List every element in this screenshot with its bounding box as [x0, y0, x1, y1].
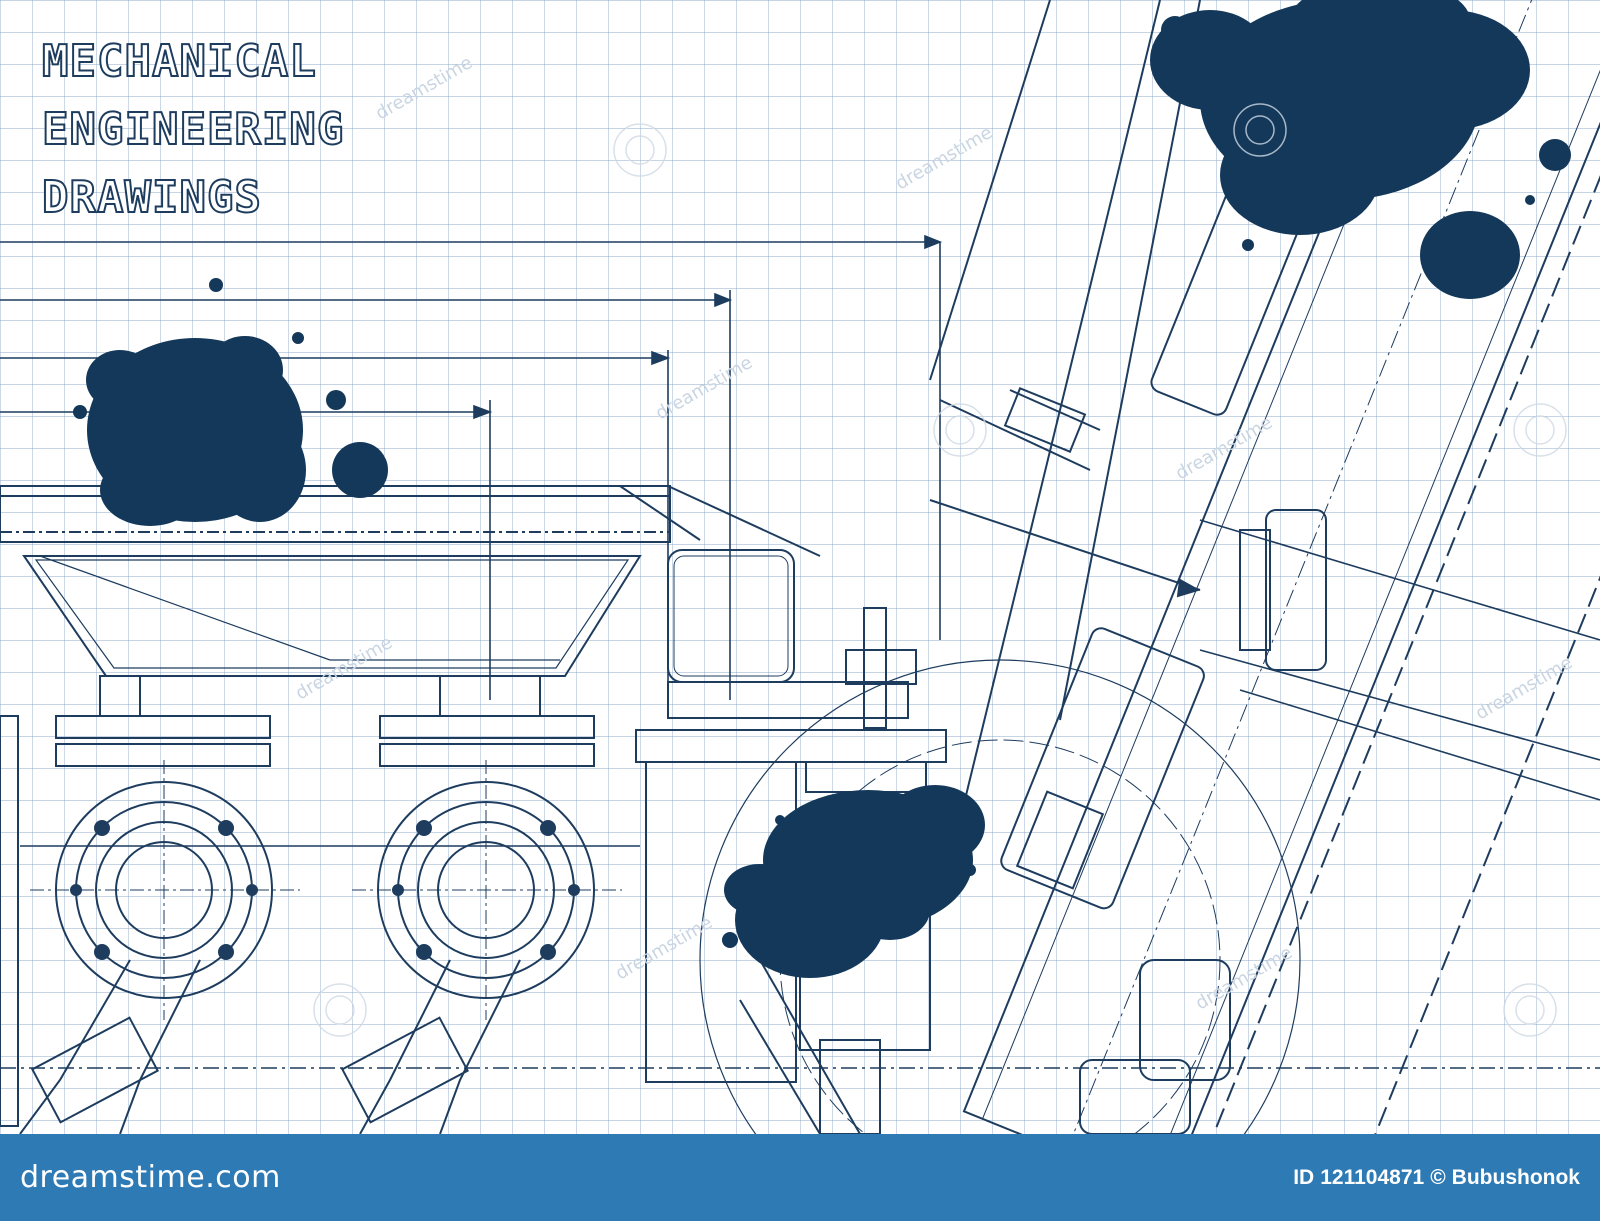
valve-flange-left: [19, 760, 300, 1134]
dreamstime-logo: dreamstime.com: [20, 1160, 281, 1195]
ink-blot-top-right: [1150, 0, 1571, 299]
ink-blots: [73, 0, 1571, 978]
title-line-3: DRAWINGS: [42, 172, 262, 223]
engineering-drawing: MECHANICAL ENGINEERING DRAWINGS: [0, 0, 1600, 1134]
ink-blot-center: [722, 785, 985, 978]
title-line-1: MECHANICAL: [42, 36, 317, 87]
hopper-assembly: [0, 485, 947, 1127]
title-line-2: ENGINEERING: [42, 104, 344, 155]
author-name: Bubushonok: [1451, 1165, 1580, 1189]
valve-flange-right: [341, 760, 622, 1134]
ink-blot-left: [73, 278, 388, 526]
image-id: 121104871: [1320, 1165, 1425, 1189]
drawing-title: MECHANICAL ENGINEERING DRAWINGS: [41, 35, 344, 224]
copyright-symbol: ©: [1430, 1165, 1446, 1189]
id-label: ID: [1293, 1165, 1315, 1189]
watermark-marks: [313, 103, 1567, 1037]
blueprint-canvas: MECHANICAL ENGINEERING DRAWINGS: [0, 0, 1600, 1134]
